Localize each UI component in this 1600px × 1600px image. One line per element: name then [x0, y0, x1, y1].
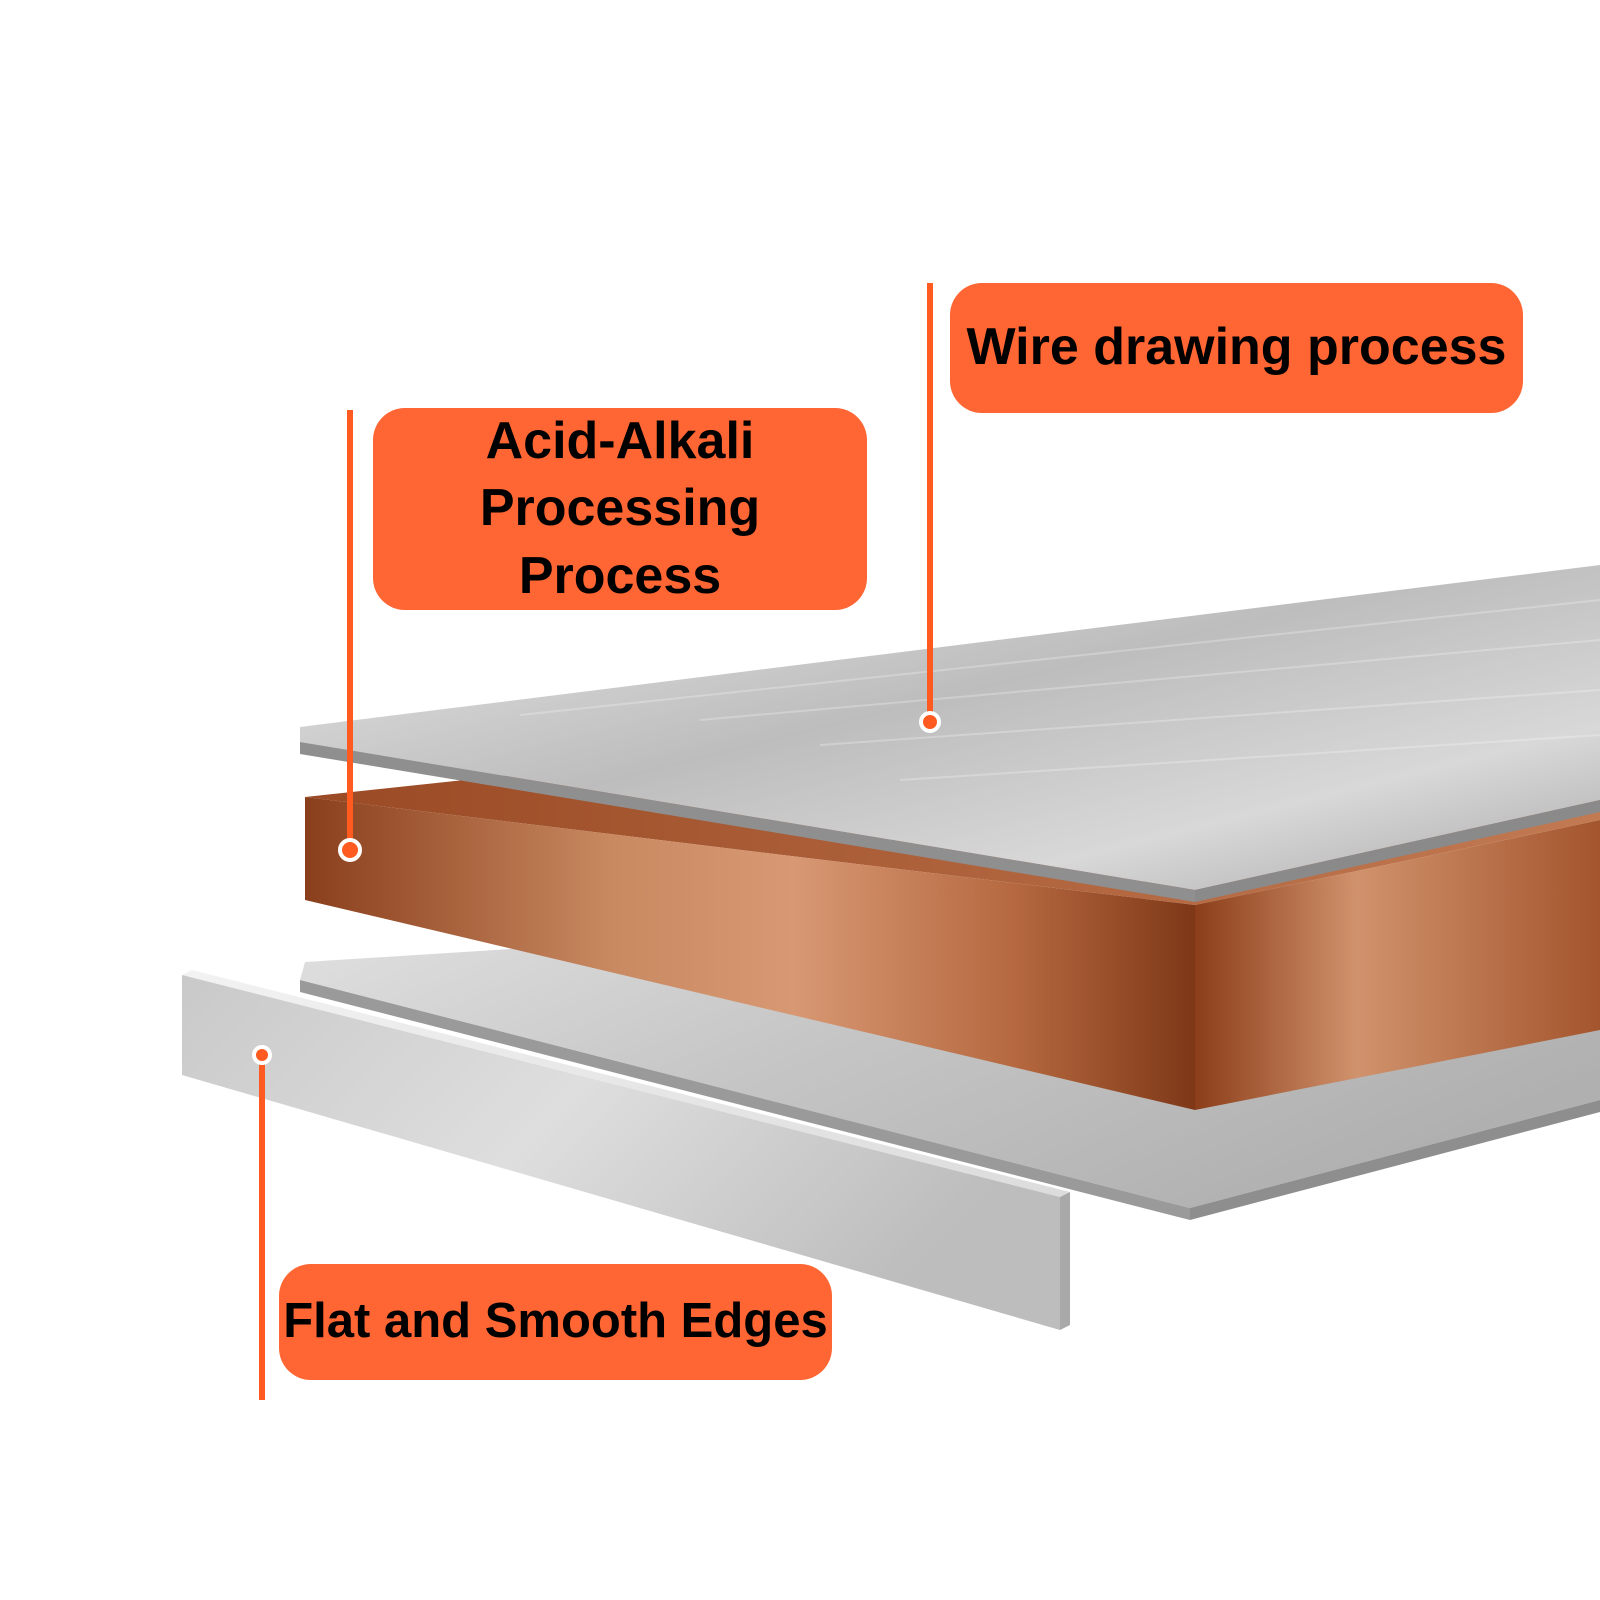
- edges-marker-dot: [252, 1045, 272, 1065]
- wire-marker-dot: [919, 711, 941, 733]
- wire-drawing-callout: Wire drawing process: [950, 283, 1523, 413]
- wire-drawing-label: Wire drawing process: [966, 318, 1507, 377]
- flat-edges-callout: Flat and Smooth Edges: [279, 1264, 832, 1380]
- flat-edges-label: Flat and Smooth Edges: [283, 1294, 828, 1349]
- leader-lines: [259, 283, 933, 1400]
- acid-alkali-label-line1: Acid-Alkali: [485, 411, 755, 470]
- acid-alkali-callout: Acid-Alkali Processing Process: [373, 408, 867, 610]
- acid-marker-dot: [338, 838, 362, 862]
- front-aluminum-bar: [182, 970, 1070, 1330]
- markers: [252, 711, 941, 1065]
- acid-alkali-label-line2: Processing Process: [479, 479, 761, 605]
- top-aluminum-sheet: [300, 565, 1600, 902]
